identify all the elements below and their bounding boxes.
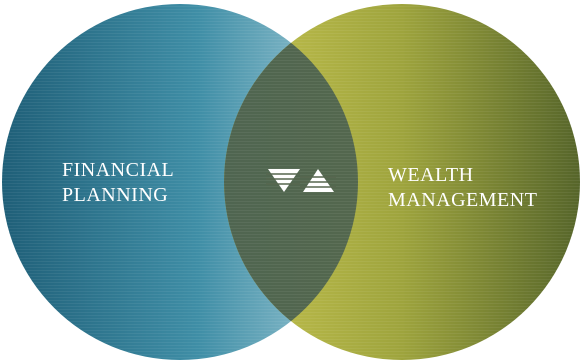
- wealth-management-label: WEALTH MANAGEMENT: [388, 163, 537, 213]
- financial-planning-line2: PLANNING: [62, 184, 169, 206]
- financial-planning-label: FINANCIAL PLANNING: [62, 158, 174, 208]
- stacked-triangles-logo-icon: [266, 169, 336, 192]
- wealth-management-line2: MANAGEMENT: [388, 189, 538, 211]
- wealth-management-line1: WEALTH: [388, 164, 474, 186]
- financial-planning-line1: FINANCIAL: [62, 159, 175, 181]
